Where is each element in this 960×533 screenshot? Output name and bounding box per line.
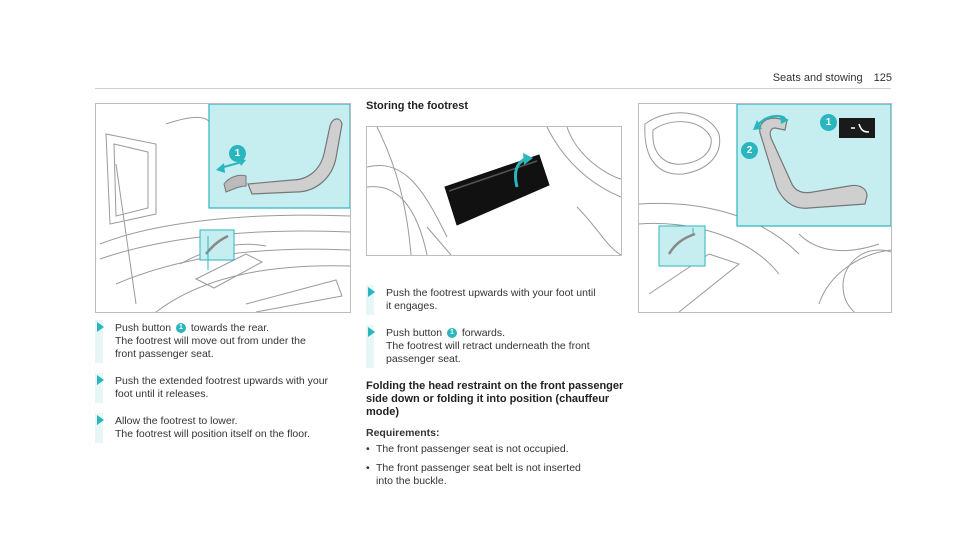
header-rule	[95, 88, 891, 89]
step-bar	[95, 413, 103, 443]
instructions-store: Storing the footrest Push the footrest u…	[366, 100, 624, 494]
step-arrow-icon	[97, 415, 104, 425]
footrest-extend-drawing	[99, 104, 350, 312]
illustration-footrest-extend: 1	[95, 103, 351, 313]
step-arrow-icon	[97, 375, 104, 385]
section-title: Seats and stowing	[772, 72, 863, 84]
step-bar	[95, 373, 103, 403]
illustration-footrest-store	[366, 126, 622, 256]
page-header: Seats and stowing 125	[773, 72, 892, 84]
footrest-store-drawing	[367, 127, 621, 255]
step-bar	[366, 285, 374, 315]
step-arrow-icon	[368, 327, 375, 337]
requirements-title: Requirements:	[366, 427, 440, 439]
callout-1: 1	[229, 145, 246, 162]
step-arrow-icon	[368, 287, 375, 297]
seat-switch-symbol	[839, 118, 875, 138]
step-1: Push button 1 towards the rear. The foot…	[95, 320, 350, 363]
page-number: 125	[873, 72, 892, 84]
instructions-extend: Push button 1 towards the rear. The foot…	[95, 320, 350, 455]
step-3: Allow the footrest to lower. The footres…	[95, 413, 350, 443]
callout-2: 2	[741, 142, 758, 159]
requirement-item: The front passenger seat is not occupied…	[366, 443, 624, 456]
button-1-callout: 1	[175, 323, 186, 334]
heading-storing-footrest: Storing the footrest	[366, 100, 469, 112]
step-bar	[95, 320, 103, 363]
heading-head-restraint: Folding the head restraint on the front …	[366, 380, 624, 418]
callout-1: 1	[820, 114, 837, 131]
step-2: Push the extended footrest upwards with …	[95, 373, 350, 403]
highlight-box	[658, 225, 706, 267]
illustration-head-restraint: 1 2	[638, 103, 892, 313]
head-restraint-drawing	[639, 104, 891, 312]
step-bar	[366, 325, 374, 368]
step-store-2: Push button 1 forwards. The footrest wil…	[366, 325, 624, 368]
button-1-callout: 1	[446, 328, 457, 339]
requirement-item: The front passenger seat belt is not ins…	[366, 462, 624, 488]
step-store-1: Push the footrest upwards with your foot…	[366, 285, 624, 315]
highlight-box	[199, 229, 235, 261]
step-arrow-icon	[97, 322, 104, 332]
